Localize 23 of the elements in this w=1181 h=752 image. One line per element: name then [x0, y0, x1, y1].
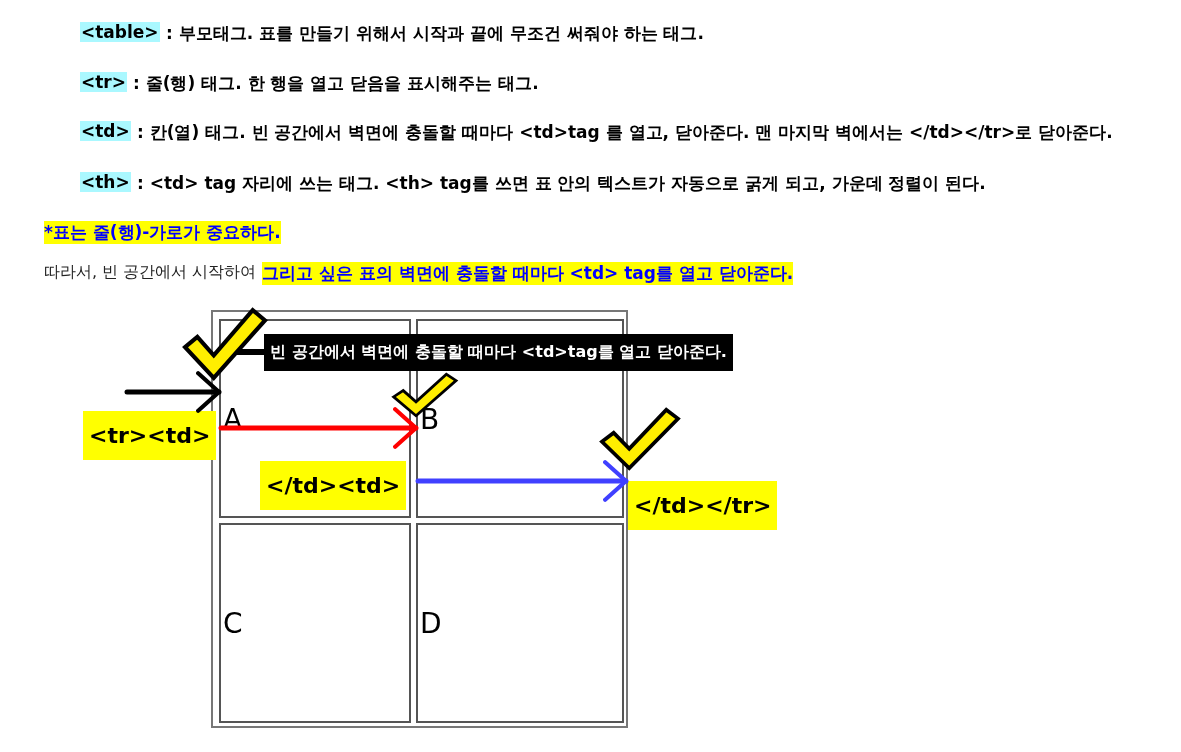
highlighted-note: *표는 줄(행)-가로가 중요하다.	[44, 221, 281, 244]
arrow	[124, 371, 222, 413]
table-cell	[416, 523, 624, 723]
tag-name: <th>	[80, 172, 131, 192]
callout-text: 빈 공간에서 벽면에 충돌할 때마다 <td>tag를 열고 닫아준다.	[264, 334, 733, 371]
tag-description: : 부모태그. 표를 만들기 위해서 시작과 끝에 무조건 써줘야 하는 태그.	[166, 22, 704, 45]
cell-letter: D	[420, 606, 442, 640]
tag-name: <tr>	[80, 72, 127, 92]
cell-letter: C	[223, 606, 243, 640]
body-text: 따라서, 빈 공간에서 시작하여	[44, 262, 257, 283]
tag-description: : 줄(행) 태그. 한 행을 열고 닫음을 표시해주는 태그.	[133, 72, 539, 95]
tag-name: <table>	[80, 22, 160, 42]
tag-name: <td>	[80, 121, 131, 141]
arrow	[218, 407, 419, 449]
highlighted-text: 그리고 싶은 표의 벽면에 충돌할 때마다 <td> tag를 열고 닫아준다.	[262, 262, 794, 285]
arrow	[415, 460, 629, 502]
tag-label: <tr><td>	[83, 411, 217, 460]
tag-label: </td><td>	[260, 461, 407, 510]
tag-description: : <td> tag 자리에 쓰는 태그. <th> tag를 쓰면 표 안의 텍스트가 자동으로 굵게 되고, 가운데 정렬이 된다.	[137, 172, 986, 195]
table-cell	[219, 523, 411, 723]
tag-description: : 칸(열) 태그. 빈 공간에서 벽면에 충돌할 때마다 <td>tag 를 열고, 닫아준다. 맨 마지막 벽에서는 </td></tr>로 닫아준다.	[137, 121, 1113, 144]
tag-label: </td></tr>	[628, 481, 778, 530]
cell-letter: B	[420, 402, 440, 435]
